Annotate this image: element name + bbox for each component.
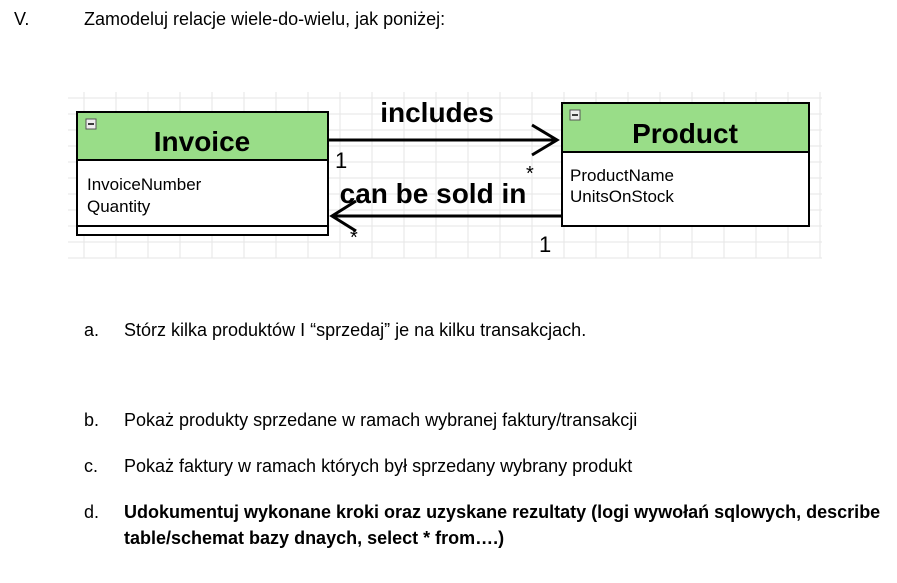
- product-class-name: Product: [632, 118, 738, 149]
- product-attribute: ProductName: [570, 166, 674, 185]
- multiplicity-label: 1: [335, 148, 347, 173]
- task-marker: c.: [84, 456, 99, 476]
- section-title: Zamodeluj relacje wiele-do-wielu, jak po…: [84, 9, 446, 29]
- task-marker: b.: [84, 410, 100, 430]
- task-text: Pokaż produkty sprzedane w ramach wybran…: [124, 410, 638, 430]
- arrow-left-icon: [329, 199, 357, 233]
- invoice-class-name: Invoice: [154, 126, 250, 157]
- arrow-right-icon: [531, 123, 560, 157]
- task-text: Pokaż faktury w ramach których był sprze…: [124, 456, 633, 476]
- association-sold-in: can be sold in 1 *: [329, 178, 562, 257]
- section-number: V.: [14, 9, 30, 29]
- task-marker: d.: [84, 502, 100, 522]
- product-attribute: UnitsOnStock: [570, 187, 674, 206]
- collapse-icon: [569, 109, 581, 121]
- invoice-attribute: Quantity: [87, 197, 151, 216]
- invoice-attribute: InvoiceNumber: [87, 175, 202, 194]
- multiplicity-label: *: [526, 163, 534, 185]
- association-label-includes: includes: [380, 97, 494, 128]
- task-marker: a.: [84, 320, 100, 340]
- association-label-sold-in: can be sold in: [340, 178, 527, 209]
- invoice-class: Invoice InvoiceNumber Quantity: [76, 111, 329, 236]
- product-class: Product ProductName UnitsOnStock: [561, 102, 810, 227]
- multiplicity-label: 1: [539, 232, 551, 257]
- collapse-icon: [85, 118, 97, 130]
- multiplicity-label: *: [350, 227, 358, 249]
- task-text: Stórz kilka produktów I “sprzedaj” je na…: [124, 320, 587, 340]
- task-text: Udokumentuj wykonane kroki oraz uzyskane…: [124, 502, 881, 548]
- association-includes: includes 1 *: [329, 97, 560, 185]
